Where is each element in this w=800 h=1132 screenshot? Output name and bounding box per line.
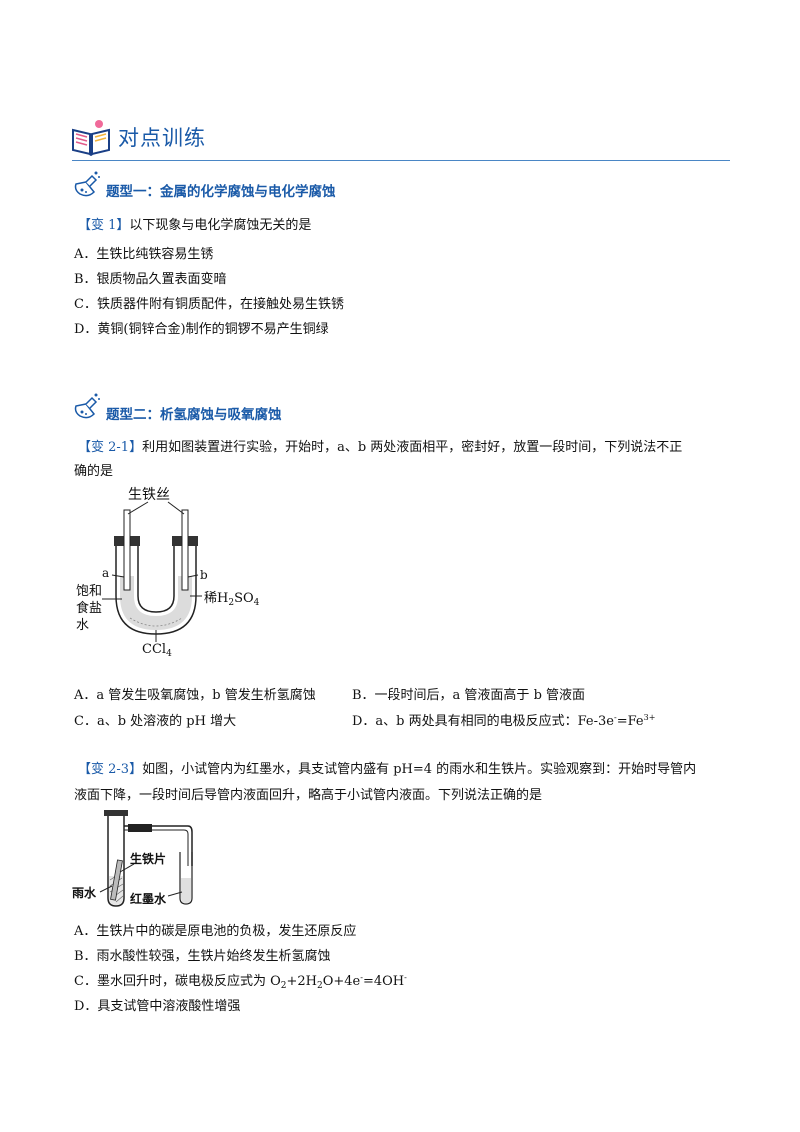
branch-tube — [107, 814, 125, 907]
q1-option-a: A．生铁比纯铁容易生锈 — [74, 247, 214, 262]
q3-option-c-a: C．墨水回升时，碳电极反应式为 O — [74, 974, 281, 989]
q2-stem-line1: 【变 2-1】利用如图装置进行实验，开始时，a、b 两处液面相平，密封好，放置一… — [78, 438, 682, 458]
u-tube-diagram — [102, 501, 202, 642]
small-tube — [179, 852, 193, 905]
title-divider — [72, 160, 730, 161]
q3-option-c-sup1: - — [360, 973, 363, 982]
label-acid-b: SO — [234, 591, 254, 606]
label-acid-a: 稀H — [204, 591, 229, 606]
flask-icon — [74, 393, 100, 419]
wire-pointer-left — [127, 501, 149, 515]
q3-option-c-c: O+4e — [322, 974, 361, 989]
label-iron-strip: 生铁片 — [130, 852, 167, 866]
q3-option-c-sub2: 2 — [317, 981, 323, 991]
q1-tag: 【变 1】 — [78, 218, 130, 233]
q2-option-d: D．a、b 两处具有相同的电极反应式：Fe-3e-=Fe3+ — [352, 710, 655, 729]
q1-option-b: B．银质物品久置表面变暗 — [74, 272, 227, 287]
branch-tube-stopper — [104, 810, 128, 816]
q1-stem-text: 以下现象与电化学腐蚀无关的是 — [129, 218, 312, 233]
label-saline-2: 食盐 — [76, 601, 103, 616]
q3-tag: 【变 2-3】 — [78, 762, 143, 777]
branch-tube-diagram — [99, 810, 193, 907]
q3-option-a: A．生铁片中的碳是原电池的负极，发生还原反应 — [74, 924, 357, 939]
q3-option-c-d: =4OH — [362, 974, 405, 989]
ccl4-layer — [129, 617, 183, 627]
pointer-iron — [119, 863, 135, 873]
open-book-icon — [72, 120, 110, 156]
label-b: b — [200, 568, 208, 582]
q3-option-c: C．墨水回升时，碳电极反应式为 O2+2H2O+4e-=4OH- — [74, 970, 407, 991]
pointer-a — [111, 574, 125, 578]
iron-wire-right — [181, 509, 189, 591]
label-ccl4: CCl4 — [142, 642, 172, 659]
q3-stem-text-1: 如图，小试管内为红墨水，具支试管内盛有 pH=4 的雨水和生铁片。实验观察到：开… — [142, 762, 697, 777]
q2-option-b: B．一段时间后，a 管液面高于 b 管液面 — [352, 688, 586, 703]
q2-option-d-sup2: 3+ — [643, 713, 656, 722]
q2-option-d-a: D．a、b 两处具有相同的电极反应式：Fe-3e — [352, 714, 614, 729]
liquid-fill — [120, 576, 192, 630]
label-red-ink: 红墨水 — [130, 892, 167, 906]
q3-option-c-sup2: - — [404, 973, 407, 982]
q2-stem-line2: 确的是 — [74, 464, 114, 479]
label-ccl4-sub: 4 — [166, 649, 172, 659]
q2-option-d-b: =Fe — [616, 714, 644, 729]
q1-stem: 【变 1】以下现象与电化学腐蚀无关的是 — [78, 216, 311, 236]
label-acid-sub2: 4 — [253, 598, 260, 608]
rubber-connector — [128, 824, 152, 832]
side-tube-inner — [124, 829, 189, 866]
pointer-ink — [167, 891, 183, 897]
q2-figure-u-tube: 生铁丝 a b 饱和 食盐 水 稀H2SO4 CCl4 — [72, 484, 292, 664]
label-iron-wire: 生铁丝 — [128, 487, 170, 503]
q1-option-d: D．黄铜(铜锌合金)制作的铜锣不易产生铜绿 — [74, 322, 329, 337]
label-ccl4-a: CCl — [142, 642, 167, 657]
label-saline-1: 饱和 — [76, 584, 103, 599]
q3-option-b: B．雨水酸性较强，生铁片始终发生析氢腐蚀 — [74, 949, 331, 964]
q3-figure-apparatus: 生铁片 雨水 红墨水 — [72, 806, 212, 910]
section-1-flask-icon — [72, 170, 102, 202]
label-rain-water: 雨水 — [72, 886, 97, 900]
flask-icon — [74, 171, 100, 197]
q3-option-c-b: +2H — [286, 974, 317, 989]
q2-option-d-sup1: - — [614, 713, 617, 722]
label-acid: 稀H2SO4 — [204, 587, 259, 608]
wire-pointer-right — [167, 501, 185, 515]
q2-option-a: A．a 管发生吸氧腐蚀，b 管发生析氢腐蚀 — [74, 688, 316, 703]
section-1-title: 题型一：金属的化学腐蚀与电化学腐蚀 — [106, 184, 336, 200]
pointer-b — [187, 574, 199, 578]
q2-tag: 【变 2-1】 — [78, 440, 143, 455]
side-tube — [124, 825, 193, 866]
iron-strip — [110, 859, 123, 901]
label-acid-sub1: 2 — [228, 598, 235, 608]
q3-stem-line2: 液面下降，一段时间后导管内液面回升，略高于小试管内液面。下列说法正确的是 — [74, 788, 543, 803]
header-book-icon — [70, 118, 112, 158]
q2-stem-text-1: 利用如图装置进行实验，开始时，a、b 两处液面相平，密封好，放置一段时间，下列说… — [142, 440, 683, 455]
q3-option-c-sub1: 2 — [280, 981, 287, 991]
section-2-flask-icon — [72, 392, 102, 424]
u-tube-inner — [137, 544, 175, 613]
iron-wire-left — [123, 509, 131, 591]
red-ink — [181, 878, 191, 903]
label-saline-3: 水 — [76, 618, 90, 633]
label-a: a — [102, 566, 110, 580]
q1-option-c: C．铁质器件附有铜质配件，在接触处易生铁锈 — [74, 297, 344, 312]
pointer-rain — [99, 885, 113, 893]
q2-option-c: C．a、b 处溶液的 pH 增大 — [74, 714, 237, 729]
q3-option-d: D．具支试管中溶液酸性增强 — [74, 999, 241, 1014]
page-title: 对点训练 — [118, 126, 206, 150]
section-2-title: 题型二：析氢腐蚀与吸氧腐蚀 — [106, 407, 282, 423]
q3-stem-line1: 【变 2-3】如图，小试管内为红墨水，具支试管内盛有 pH=4 的雨水和生铁片。… — [78, 760, 696, 780]
